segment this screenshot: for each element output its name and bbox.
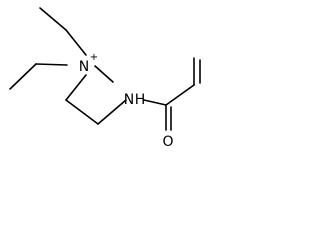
nitrogen-cation-label: N [79,59,89,75]
amide-hydrogen-label: H [135,92,146,108]
chemical-structure: N + N H O [9,7,201,150]
bond-nplus-methyl [94,65,114,83]
carbonyl-oxygen-label: O [162,134,173,150]
bond-nh-carbonyl-c [143,99,167,106]
bond-nplus-ethyl1-ch2 [65,29,87,56]
amide-nitrogen-label: N [124,92,134,108]
bond-ethyl2-ch2-ch3 [9,63,37,90]
bond-ethyl1-ch2-ch3 [39,7,67,31]
bond-carbonyl-c-vinyl-ch [165,84,195,106]
bond-linker-ch2a-ch2b [65,99,99,125]
bond-nplus-ethyl2-ch2 [35,63,68,66]
nitrogen-cation-charge: + [90,52,98,63]
bond-linker-ch2b-nh [97,99,127,125]
bond-nplus-linker-ch2a [65,74,87,101]
